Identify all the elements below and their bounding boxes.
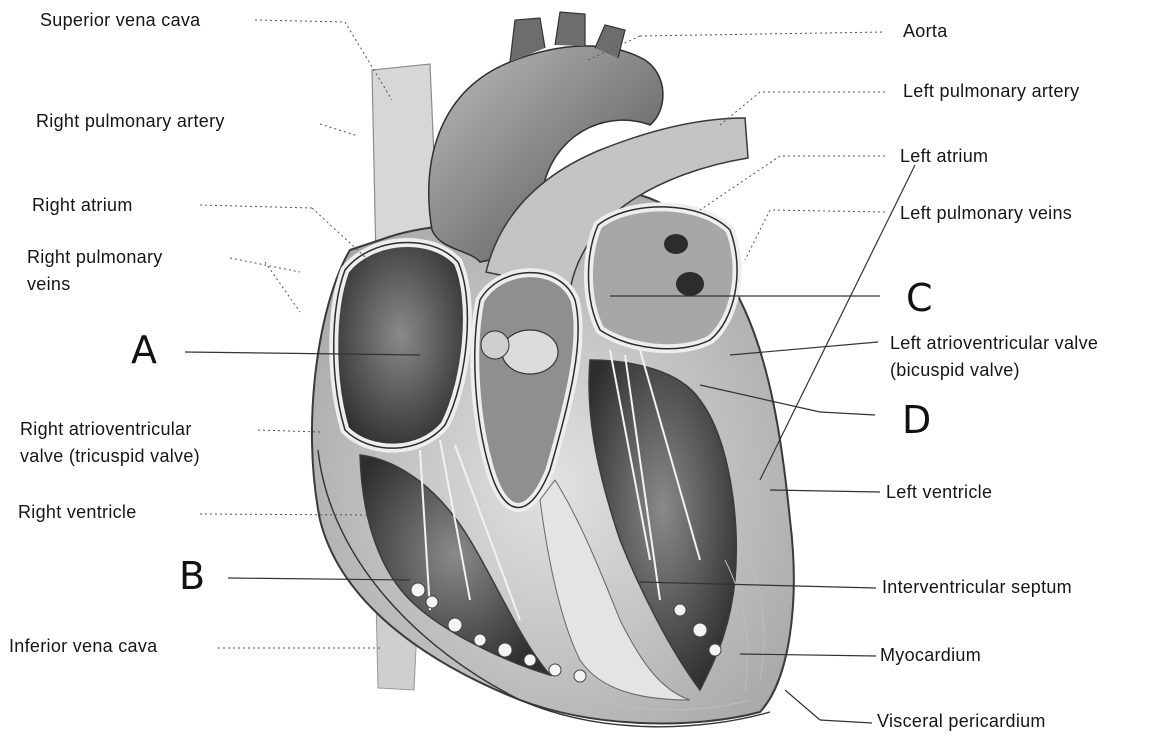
- label-interventricular-septum: Interventricular septum: [882, 576, 1072, 599]
- label-left-atrium: Left atrium: [900, 145, 988, 168]
- label-left-av-valve-line1: Left atrioventricular valve: [890, 332, 1098, 355]
- label-left-ventricle: Left ventricle: [886, 481, 992, 504]
- letter-b: B: [179, 556, 205, 596]
- label-left-pulmonary-veins: Left pulmonary veins: [900, 202, 1072, 225]
- label-visceral-pericardium: Visceral pericardium: [877, 710, 1046, 733]
- label-right-ventricle: Right ventricle: [18, 501, 137, 524]
- label-right-pulmonary-veins-line1: Right pulmonary: [27, 246, 163, 269]
- letter-c: C: [906, 278, 933, 318]
- label-right-av-valve-line2: valve (tricuspid valve): [20, 445, 200, 468]
- label-left-av-valve-line2: (bicuspid valve): [890, 359, 1020, 382]
- letter-d: D: [902, 400, 931, 440]
- label-right-atrium: Right atrium: [32, 194, 133, 217]
- label-right-pulmonary-artery: Right pulmonary artery: [36, 110, 225, 133]
- label-superior-vena-cava: Superior vena cava: [40, 9, 201, 32]
- label-right-pulmonary-veins-line2: veins: [27, 273, 71, 296]
- right-atrium-chamber: [334, 242, 468, 448]
- left-atrium-chamber: [588, 207, 737, 349]
- label-aorta: Aorta: [903, 20, 948, 43]
- label-left-pulmonary-artery: Left pulmonary artery: [903, 80, 1079, 103]
- letter-a: A: [131, 330, 157, 370]
- label-myocardium: Myocardium: [880, 644, 981, 667]
- label-inferior-vena-cava: Inferior vena cava: [9, 635, 157, 658]
- label-right-av-valve-line1: Right atrioventricular: [20, 418, 192, 441]
